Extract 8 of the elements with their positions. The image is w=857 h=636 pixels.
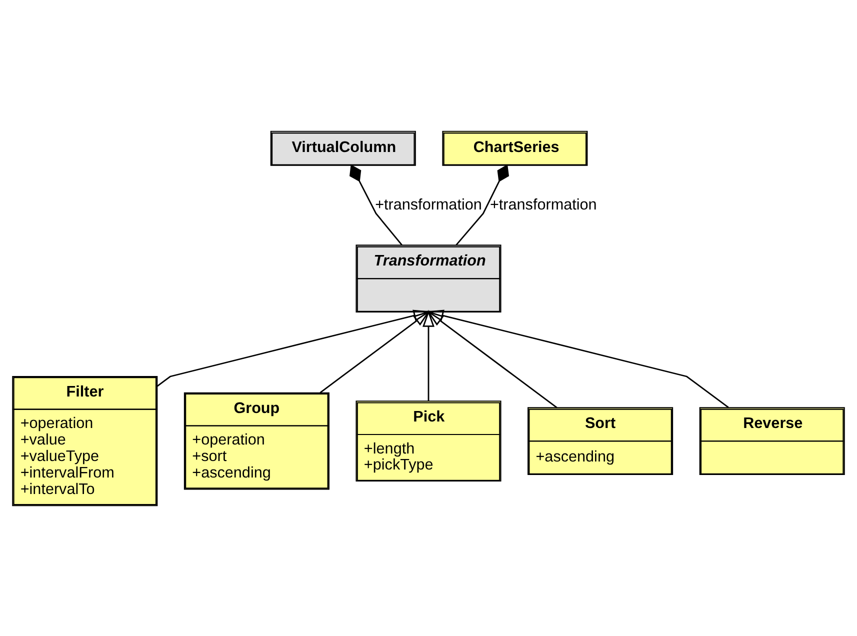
connector: [350, 164, 402, 246]
arrow: [426, 310, 558, 408]
arrow: [422, 309, 434, 400]
connector: [456, 164, 510, 246]
edge-label: +transformation: [490, 196, 597, 213]
edge-label: +transformation: [375, 196, 482, 213]
arrow: [426, 309, 729, 408]
arrow: [320, 310, 430, 393]
